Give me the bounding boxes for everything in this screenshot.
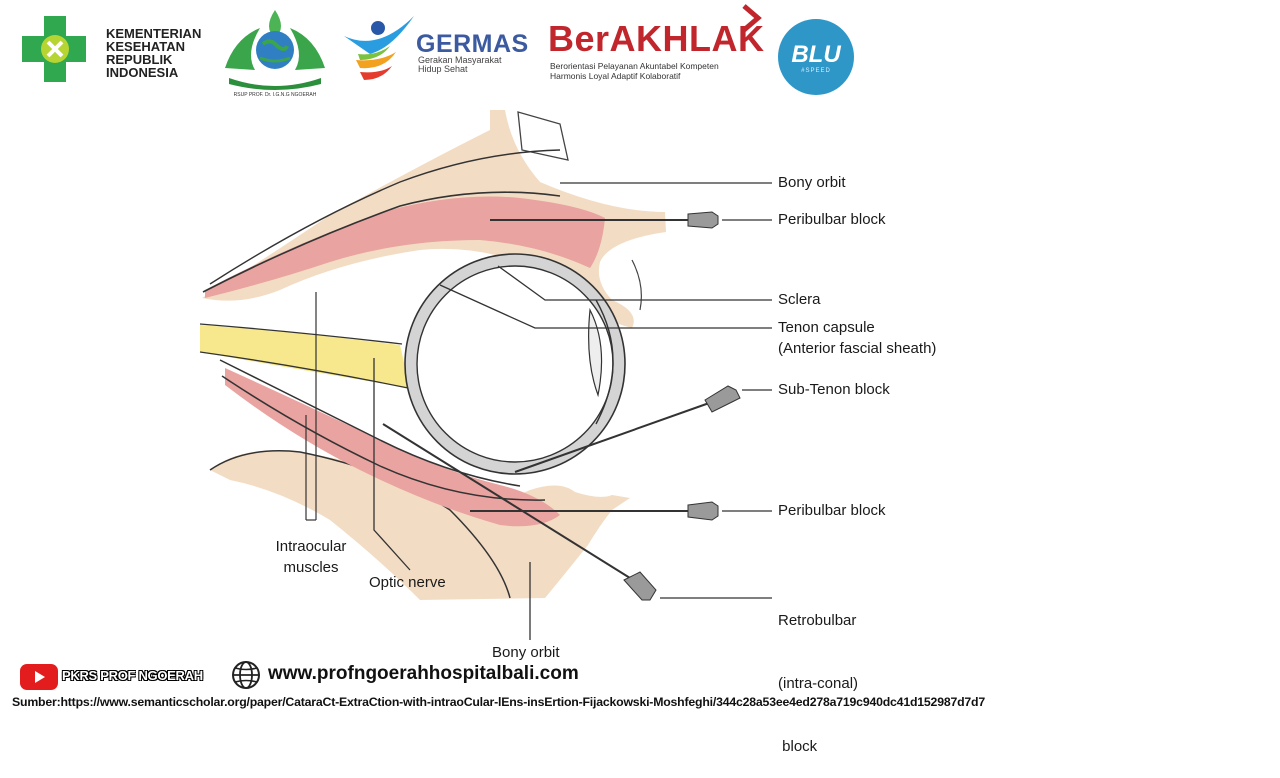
germas-subtitle-line2: Hidup Sehat	[418, 64, 468, 74]
peribulbar-needle-bottom	[470, 501, 719, 521]
source-citation: Sumber:https://www.semanticscholar.org/p…	[12, 695, 986, 709]
berakhlak-subtitle-line2: Harmonis Loyal Adaptif Kolaboratif	[550, 71, 681, 81]
kemenkes-line2: KESEHATAN	[106, 39, 185, 54]
upper-rectus-muscle	[205, 196, 605, 298]
label-retrobulbar-block: Retrobulbar (intra-conal) block	[778, 568, 858, 778]
hospital-logo-caption: RSUP PROF. Dr. I.G.N.G NGOERAH	[233, 92, 317, 98]
label-tenon-capsule-line1: Tenon capsule	[778, 319, 875, 336]
lower-rectus-muscle	[225, 368, 560, 527]
globe-interior	[416, 265, 614, 463]
lens	[588, 307, 603, 398]
label-intraocular-line2: muscles	[283, 559, 339, 576]
optic-nerve	[200, 325, 410, 388]
label-tenon-capsule-line2: (Anterior fascial sheath)	[778, 340, 937, 357]
retrobulbar-needle	[382, 423, 657, 601]
kemenkes-logo: KEMENTERIAN KESEHATAN REPUBLIK INDONESIA	[14, 12, 224, 90]
blu-title: BLU	[791, 41, 841, 68]
label-tenon-capsule: Tenon capsule (Anterior fascial sheath)	[778, 317, 936, 359]
eye-block-diagram	[199, 110, 772, 640]
youtube-channel-name: PKRS PROF NGOERAH	[62, 668, 203, 683]
hospital-logo: RSUP PROF. Dr. I.G.N.G NGOERAH	[215, 8, 335, 102]
germas-emblem-icon	[344, 16, 414, 80]
label-peribulbar-block-top: Peribulbar block	[778, 211, 886, 228]
berakhlak-subtitle: Berorientasi Pelayanan Akuntabel Kompete…	[550, 61, 765, 81]
blu-subtitle: #SPEED	[801, 68, 831, 74]
bony-orbit-lower	[210, 450, 630, 600]
globe-icon	[232, 661, 260, 689]
kemenkes-line1: KEMENTERIAN	[106, 26, 202, 41]
peribulbar-needle-top	[490, 211, 719, 229]
chevron-right-icon	[742, 4, 762, 32]
label-retrobulbar-line2: (intra-conal)	[778, 675, 859, 692]
intraocular-muscle-pointers	[305, 292, 317, 521]
label-retrobulbar-line3: block	[778, 738, 818, 755]
label-retrobulbar-line1: Retrobulbar	[778, 612, 857, 629]
leader-lines	[373, 182, 772, 640]
kemenkes-line4: INDONESIA	[106, 65, 179, 80]
germas-logo: GERMAS Gerakan Masyarakat Hidup Sehat	[340, 14, 540, 84]
kemenkes-line3: REPUBLIK	[106, 52, 173, 67]
label-bony-orbit-top: Bony orbit	[778, 174, 846, 191]
berakhlak-subtitle-line1: Berorientasi Pelayanan Akuntabel Kompete…	[550, 61, 719, 71]
label-intraocular-muscles: Intraocular muscles	[268, 536, 354, 578]
cornea	[595, 299, 614, 425]
label-bony-orbit-bottom: Bony orbit	[492, 644, 560, 661]
label-sclera: Sclera	[778, 291, 821, 308]
website-url: www.profngoerahhospitalbali.com	[268, 663, 579, 684]
label-optic-nerve: Optic nerve	[369, 574, 446, 591]
blu-logo: BLU #SPEED	[778, 19, 854, 95]
label-intraocular-line1: Intraocular	[275, 538, 347, 555]
germas-subtitle: Gerakan Masyarakat Hidup Sehat	[418, 56, 518, 74]
berakhlak-logo: BerAKHLAK Berorientasi Pelayanan Akuntab…	[546, 4, 768, 88]
sub-tenon-needle	[514, 385, 741, 473]
germas-subtitle-line1: Gerakan Masyarakat	[418, 55, 502, 65]
nasal-cavity	[517, 111, 569, 161]
berakhlak-title: BerAKHLAK	[548, 18, 765, 59]
label-peribulbar-block-bottom: Peribulbar block	[778, 502, 886, 519]
youtube-play-glyph	[35, 671, 45, 683]
youtube-icon	[20, 664, 58, 690]
hospital-emblem-icon	[225, 10, 325, 90]
kemenkes-emblem-icon	[22, 16, 86, 82]
label-sub-tenon-block: Sub-Tenon block	[778, 381, 890, 398]
germas-title: GERMAS	[416, 30, 529, 58]
